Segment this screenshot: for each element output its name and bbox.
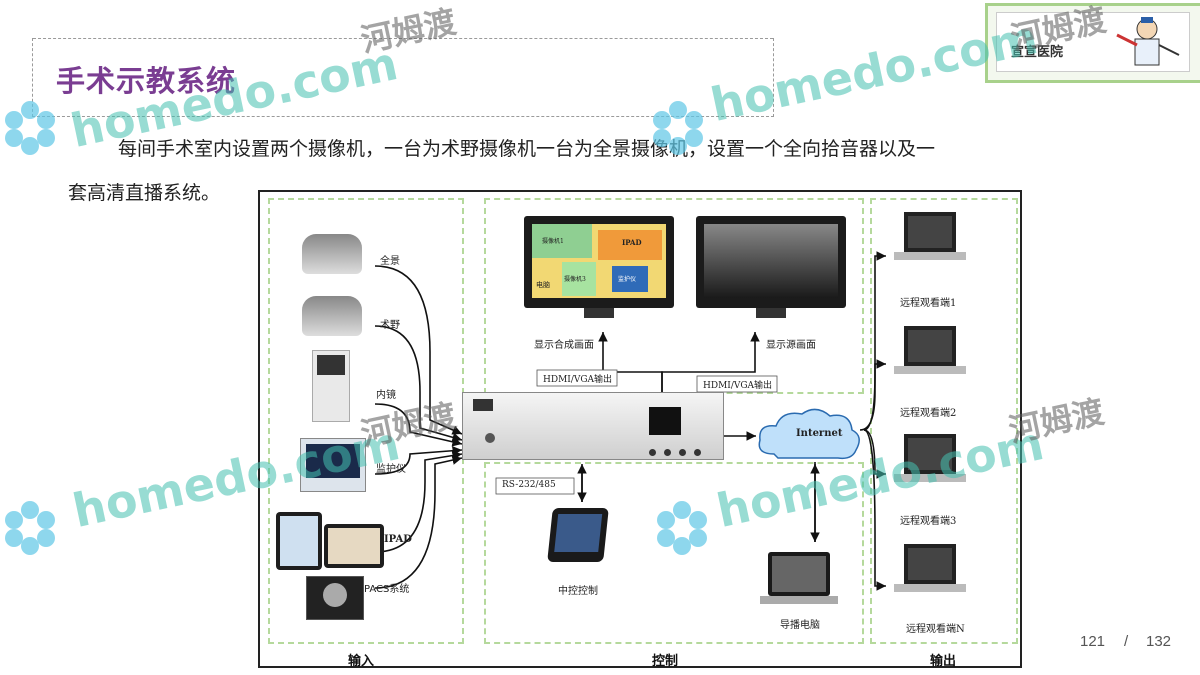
- internet-label: Internet: [796, 428, 843, 439]
- page-separator: /: [1124, 633, 1129, 650]
- rs-label: RS-232/485: [502, 480, 556, 490]
- pacs-monitor: [306, 576, 364, 620]
- input-label-field: 术野: [380, 320, 400, 331]
- remote-laptop-n: [904, 544, 956, 584]
- source-monitor-stand: [756, 308, 786, 318]
- remote-label-1: 远程观看端1: [900, 298, 957, 309]
- remote-laptop-2: [904, 326, 956, 366]
- remote-laptop-3-base: [894, 474, 966, 482]
- section-label-output: 输出: [930, 654, 957, 669]
- tile-camera3: 摄像机3: [564, 276, 586, 283]
- tile-monitor: 监护仪: [618, 276, 637, 283]
- remote-laptop-n-base: [894, 584, 966, 592]
- flower-logo-icon: [5, 501, 55, 555]
- panoramic-camera: [302, 234, 362, 274]
- power-button-icon: [485, 433, 495, 443]
- doctor-illustration-icon: [1116, 17, 1180, 66]
- control-section: [484, 462, 864, 644]
- ipad-device-2: [324, 524, 384, 568]
- device-buttons: [649, 441, 709, 456]
- body-text-line1: 每间手术室内设置两个摄像机，一台为术野摄像机一台为全景摄像机，设置一个全向拾音器…: [118, 138, 936, 160]
- monitor-label-source: 显示源画面: [766, 340, 816, 351]
- connection-lines: [374, 251, 886, 591]
- composite-monitor-stand: [584, 308, 614, 318]
- input-label-panorama: 全景: [380, 256, 400, 267]
- director-laptop: [768, 552, 830, 596]
- hdmi-label-2: HDMI/VGA输出: [703, 381, 773, 391]
- input-label-endoscope: 内镜: [376, 390, 396, 401]
- section-label-input: 输入: [348, 654, 375, 669]
- internet-cloud-icon: [758, 408, 860, 460]
- remote-laptop-3: [904, 434, 956, 474]
- director-pc-label: 导播电脑: [780, 620, 820, 631]
- surgical-field-camera: [302, 296, 362, 336]
- remote-label-3: 远程观看端3: [900, 516, 957, 527]
- monitor-label-composite: 显示合成画面: [534, 340, 594, 351]
- hdmi-label-1: HDMI/VGA输出: [543, 375, 613, 385]
- remote-label-n: 远程观看端N: [906, 624, 965, 635]
- director-laptop-base: [760, 596, 838, 604]
- system-diagram: 全景 术野 内镜 监护仪 IPAD PACS系统 摄像机1 IPAD 摄像机3 …: [258, 190, 1022, 669]
- remote-laptop-1: [904, 212, 956, 252]
- central-control-panel: [547, 508, 609, 562]
- device-brand-mark: [473, 399, 493, 411]
- input-label-ipad: IPAD: [384, 534, 412, 545]
- remote-laptop-2-base: [894, 366, 966, 374]
- section-label-control: 控制: [652, 654, 679, 669]
- logo-panel: 宣宣医院: [996, 12, 1190, 72]
- hospital-logo: 宣宣医院: [985, 3, 1200, 83]
- slide-title: 手术示教系统: [56, 64, 237, 98]
- live-streaming-host: [462, 392, 724, 460]
- patient-monitor: [300, 438, 366, 492]
- ipad-device-1: [276, 512, 322, 570]
- page-total: 132: [1146, 633, 1172, 650]
- title-frame: [32, 38, 774, 117]
- central-control-label: 中控控制: [558, 586, 598, 597]
- composite-monitor: 摄像机1 IPAD 摄像机3 监护仪 电脑: [524, 216, 674, 308]
- input-label-pacs: PACS系统: [364, 584, 410, 595]
- remote-label-2: 远程观看端2: [900, 408, 957, 419]
- tile-pc: 电脑: [536, 281, 550, 289]
- endoscope-device: [312, 350, 350, 422]
- body-text-line2: 套高清直播系统。: [68, 182, 221, 204]
- device-display: [649, 407, 681, 435]
- input-label-monitor: 监护仪: [376, 464, 406, 475]
- logo-text: 宣宣医院: [1011, 45, 1064, 60]
- tile-ipad: IPAD: [622, 238, 642, 247]
- source-monitor: [696, 216, 846, 308]
- tile-camera1: 摄像机1: [542, 238, 564, 245]
- remote-laptop-1-base: [894, 252, 966, 260]
- page-current: 121: [1080, 633, 1106, 650]
